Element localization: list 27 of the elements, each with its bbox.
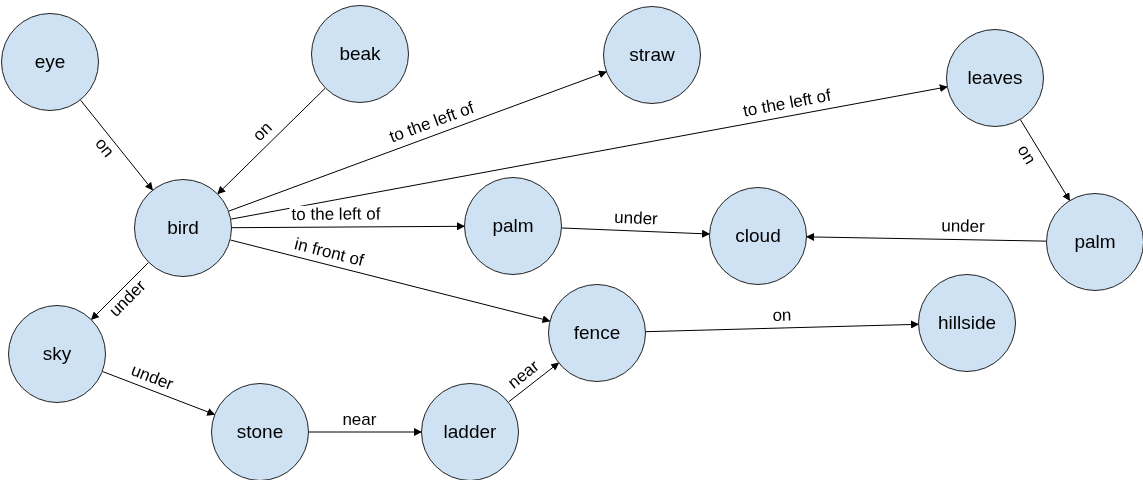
arrow xyxy=(90,262,149,321)
node-label: beak xyxy=(339,43,381,65)
arrow xyxy=(228,70,607,212)
node-label: sky xyxy=(42,343,72,365)
node-label: straw xyxy=(629,44,675,66)
arrow xyxy=(80,99,153,191)
node-label: eye xyxy=(34,51,66,73)
arrow xyxy=(508,362,560,403)
node-label: ladder xyxy=(443,421,497,443)
arrow xyxy=(806,233,1047,242)
arrow xyxy=(231,222,465,231)
node-label: hillside xyxy=(937,312,997,334)
arrow xyxy=(102,371,216,416)
node-label: bird xyxy=(167,217,199,239)
arrow xyxy=(561,227,711,238)
arrow xyxy=(230,239,551,324)
node-label: cloud xyxy=(735,225,781,247)
node-label: palm xyxy=(492,215,534,237)
node-label: palm xyxy=(1074,231,1116,253)
node-label: stone xyxy=(236,421,284,443)
arrow xyxy=(1020,119,1070,201)
arrow xyxy=(230,84,948,220)
arrow xyxy=(308,428,422,436)
node-label: fence xyxy=(573,322,621,344)
arrow xyxy=(645,320,919,333)
node-label: leaves xyxy=(967,67,1023,89)
arrow xyxy=(217,87,326,195)
